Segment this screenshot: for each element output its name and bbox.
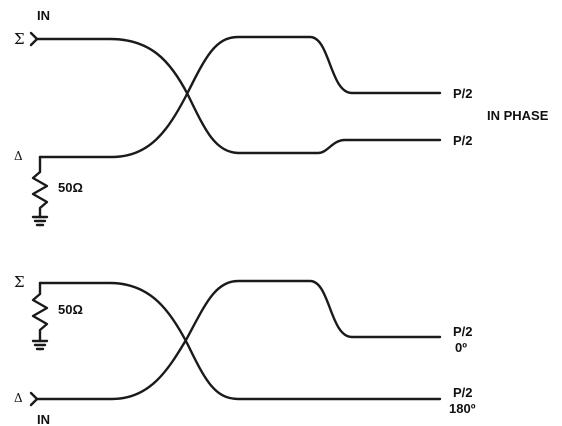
top-sum-path: [35, 37, 442, 155]
bottom-termination-label: 50Ω: [58, 302, 83, 317]
top-in-label: IN: [37, 8, 50, 23]
bottom-output-1-phase: 0º: [455, 340, 467, 355]
top-delta-port-label: Δ: [14, 149, 23, 163]
bottom-input-connector-icon: [29, 391, 39, 407]
bottom-delta-path: [35, 279, 442, 401]
top-termination-label: 50Ω: [58, 180, 83, 195]
top-hybrid: IN Σ Δ 50Ω P/2 IN PHASE P/2: [14, 8, 549, 227]
bottom-sum-port-label: Σ: [14, 273, 25, 291]
bottom-in-label: IN: [37, 412, 50, 426]
bottom-resistor-icon: [31, 281, 49, 343]
top-output-1-label: P/2: [453, 86, 473, 101]
top-output-2-label: P/2: [453, 133, 473, 148]
top-resistor-icon: [31, 155, 49, 219]
bottom-sum-path: [38, 281, 442, 401]
bottom-ground-icon: [31, 339, 49, 351]
bottom-output-1-label: P/2: [453, 324, 473, 339]
bottom-output-2-phase: 180º: [449, 401, 476, 416]
top-phase-note: IN PHASE: [487, 108, 549, 123]
bottom-delta-port-label: Δ: [14, 391, 23, 405]
bottom-hybrid: Σ 50Ω Δ IN P/2 0º P/2 180º: [14, 273, 476, 426]
top-sum-port-label: Σ: [14, 30, 25, 48]
top-ground-icon: [31, 215, 49, 227]
bottom-output-2-label: P/2: [453, 385, 473, 400]
top-delta-path: [38, 35, 442, 159]
